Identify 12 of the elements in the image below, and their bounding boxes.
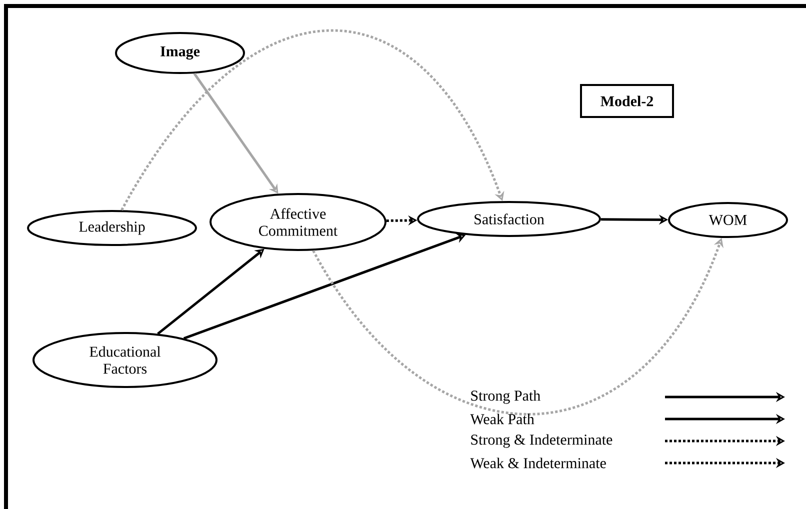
oval-node: Educational Factors (32, 332, 218, 388)
legend-label: Strong & Indeterminate (471, 434, 612, 448)
oval-node: Satisfaction (417, 201, 601, 237)
oval-node: WOM (668, 202, 788, 238)
legend-label: Weak & Indeterminate (470, 458, 606, 468)
oval-node: Leadership (27, 210, 197, 246)
oval-node: Image (115, 32, 245, 74)
label-box: Model-2 (580, 84, 674, 118)
legend-label: Weak Path (470, 414, 534, 424)
arrow (120, 30, 504, 211)
oval-node: Affective Commitment (210, 193, 386, 251)
legend-label: Strong Path (471, 390, 540, 404)
